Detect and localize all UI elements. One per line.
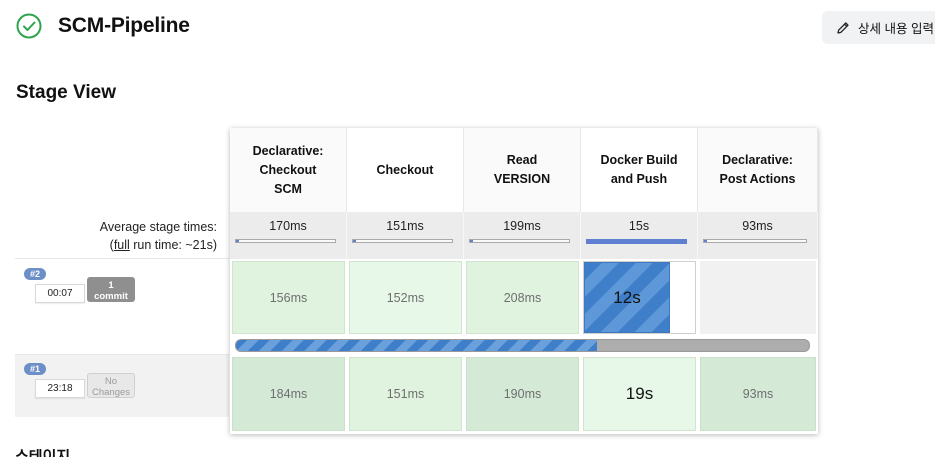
build-number-badge[interactable]: #2 — [24, 268, 46, 280]
average-stage-times-label: Average stage times: (full run time: ~21… — [100, 218, 217, 254]
avg-time-value: 15s — [628, 219, 650, 233]
edit-description-button[interactable]: 상세 내용 입력 — [822, 11, 935, 44]
avg-time-bar — [352, 239, 453, 243]
avg-time-cell: 151ms — [347, 212, 464, 259]
stage-cell[interactable]: 190ms — [466, 357, 579, 431]
changes-count: 1 — [108, 280, 114, 291]
avg-time-value: 151ms — [386, 219, 424, 233]
pencil-icon — [837, 21, 849, 34]
stage-cell[interactable]: 208ms — [466, 261, 579, 334]
avg-time-bar — [703, 239, 807, 243]
full-run-time-text: (full run time: ~21s) — [109, 238, 217, 252]
running-stage-progress: 12s — [584, 262, 670, 333]
avg-time-value: 93ms — [742, 219, 773, 233]
avg-time-bar — [235, 239, 336, 243]
avg-time-value: 170ms — [269, 219, 307, 233]
avg-time-bar — [586, 239, 687, 244]
stage-cell[interactable]: 152ms — [349, 261, 462, 334]
stage-cell[interactable]: 93ms — [700, 357, 816, 431]
page-title: SCM-Pipeline — [58, 14, 190, 37]
build-progress-fill — [236, 340, 597, 351]
changes-line-1: No — [104, 376, 118, 387]
avg-time-value: 199ms — [503, 219, 541, 233]
running-stage-cell[interactable]: 12s — [583, 261, 696, 334]
avg-time-cell: 93ms — [698, 212, 818, 259]
stage-cell[interactable]: 156ms — [232, 261, 345, 334]
build-time: 23:18 — [35, 379, 85, 398]
section-heading-partial: 스테이지 — [15, 449, 95, 457]
build-time: 00:07 — [35, 284, 85, 303]
stage-header-post-actions: Declarative:Post Actions — [698, 128, 818, 212]
stage-cell[interactable]: 151ms — [349, 357, 462, 431]
changes-box[interactable]: 1 commit — [87, 277, 135, 302]
stage-cell-empty — [700, 261, 816, 334]
build-progress-bar — [235, 339, 810, 352]
stage-header-checkout: Checkout — [347, 128, 464, 212]
average-label-text: Average stage times: — [99, 220, 217, 234]
avg-time-cell: 170ms — [230, 212, 347, 259]
success-check-icon — [16, 13, 42, 39]
avg-time-cell: 199ms — [464, 212, 581, 259]
avg-time-bar — [469, 239, 570, 243]
changes-line-2: Changes — [91, 387, 131, 398]
stage-cell[interactable]: 19s — [583, 357, 696, 431]
changes-label: commit — [94, 291, 128, 302]
edit-description-label: 상세 내용 입력 — [858, 22, 934, 36]
full-run-link[interactable]: full — [113, 238, 130, 252]
stage-cell[interactable]: 184ms — [232, 357, 345, 431]
stage-view-title: Stage View — [16, 82, 116, 103]
no-changes-box: No Changes — [87, 373, 135, 398]
build-number-badge[interactable]: #1 — [24, 363, 46, 375]
avg-time-cell: 15s — [581, 212, 698, 259]
